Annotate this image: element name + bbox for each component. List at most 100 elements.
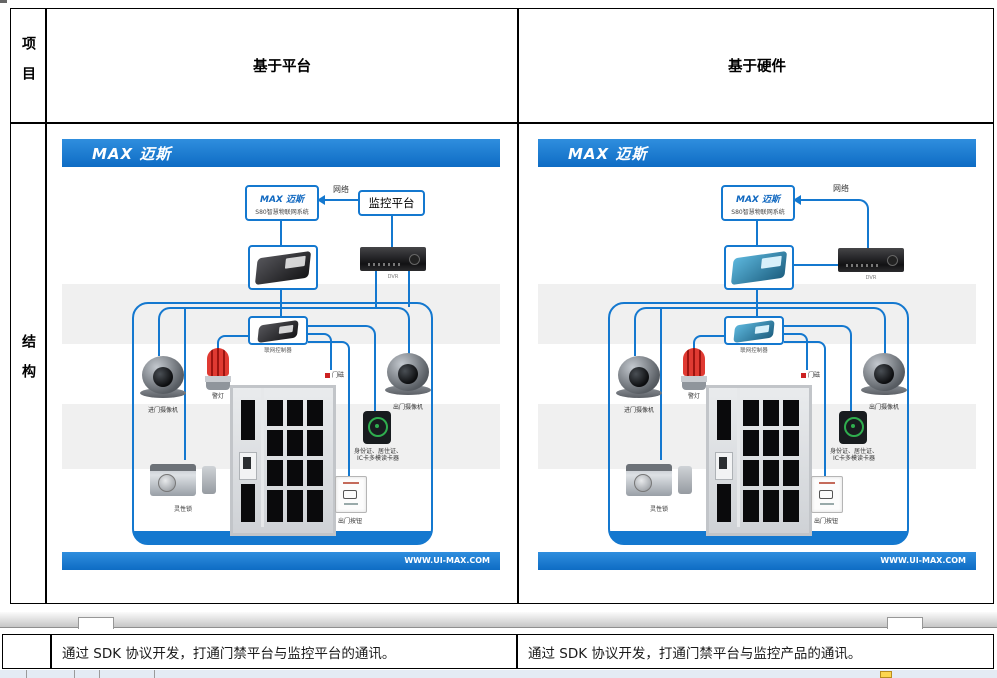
exit-camera-label: 出门摄像机 [392, 404, 423, 411]
door-magnet-icon [801, 373, 806, 378]
entry-camera [616, 356, 662, 400]
dvr-device [360, 247, 426, 271]
diagram-footer-bar: WWW.UI-MAX.COM [62, 552, 500, 570]
s80-brand-logo: MAX 迈斯 [736, 195, 780, 205]
reader-elbow [784, 325, 852, 411]
exit-camera-label: 出门摄像机 [868, 404, 899, 411]
table-divider-vertical-center [516, 635, 518, 668]
next-page-strip [0, 670, 997, 678]
s80-system-name: S80智慧物联网系统 [255, 209, 309, 216]
column-header-hardware-text: 基于硬件 [728, 59, 786, 75]
field-controller-box [724, 316, 784, 345]
field-controller-label: 联网控制器 [740, 348, 768, 354]
entry-camera-label: 进门摄像机 [147, 407, 178, 414]
card-reader-label-line2: IC卡多模读卡器 [357, 455, 399, 462]
door-magnet-icon [325, 373, 330, 378]
website-url: WWW.UI-MAX.COM [880, 556, 966, 565]
s80-system-name: S80智慧物联网系统 [731, 209, 785, 216]
card-reader-label-line1: 身份证、居住证、 [353, 448, 402, 455]
camera-bus-elbow [634, 307, 886, 356]
corner-header-text: 项目 [20, 35, 36, 96]
monitor-platform-box: 监控平台 [358, 190, 425, 216]
dvr-knob [409, 254, 420, 265]
lock-line [184, 307, 186, 460]
dvr-ports [846, 264, 880, 267]
entrance-door [706, 385, 812, 536]
structure-row-header-text: 结构 [20, 333, 36, 394]
website-url: WWW.UI-MAX.COM [404, 556, 490, 565]
strip-grid-line [99, 670, 100, 678]
s80-system-box: MAX 迈斯 S80智慧物联网系统 [245, 185, 319, 221]
smart-lock-strike [678, 466, 692, 494]
s80-system-box: MAX 迈斯 S80智慧物联网系统 [721, 185, 795, 221]
card-reader-label: 身份证、居住证、 IC卡多模读卡器 [338, 448, 418, 462]
monitor-platform-text: 监控平台 [368, 196, 415, 210]
column-header-platform[interactable]: 基于平台 [47, 9, 517, 122]
screen-artifact [0, 0, 7, 3]
connector-line [756, 221, 758, 245]
exit-button-label: 出门按钮 [813, 518, 838, 525]
smart-lock [626, 464, 672, 496]
strip-grid-line [74, 670, 75, 678]
strip-grid-line [26, 670, 27, 678]
exit-button-device [811, 476, 843, 513]
page-break-tab-right [887, 617, 923, 629]
door-zone-enclosure [608, 302, 909, 545]
s80-brand-logo: MAX 迈斯 [260, 195, 304, 205]
network-label: 网络 [333, 185, 349, 194]
controller-box [724, 245, 794, 290]
alarm-light [205, 346, 231, 390]
card-reader [363, 411, 391, 444]
alarm-elbow [693, 335, 734, 352]
description-cell-platform[interactable]: 通过 SDK 协议开发，打通门禁平台与监控平台的通讯。 [52, 635, 516, 668]
field-controller-label: 联网控制器 [264, 348, 292, 354]
smart-lock-strike [202, 466, 216, 494]
selection-marker [880, 671, 892, 678]
structure-diagram-platform[interactable]: MAX 迈斯 MAX 迈斯 S80智慧物联网系统 网络 监控平台 [62, 139, 500, 570]
table-divider-vertical-left [45, 9, 47, 603]
column-header-platform-text: 基于平台 [253, 59, 311, 75]
network-line [324, 199, 358, 201]
connector-line [280, 221, 282, 245]
description-table: 通过 SDK 协议开发，打通门禁平台与监控平台的通讯。 通过 SDK 协议开发，… [2, 634, 994, 669]
brand-logo: MAX 迈斯 [92, 145, 172, 163]
alarm-light-label: 警灯 [687, 393, 700, 400]
structure-diagram-hardware[interactable]: MAX 迈斯 MAX 迈斯 S80智慧物联网系统 网络 DVR [538, 139, 976, 570]
entry-camera [140, 356, 186, 400]
doormagnet-elbow [784, 333, 808, 370]
field-controller-box [248, 316, 308, 345]
controller-device [254, 250, 312, 286]
table-divider-vertical-left [50, 635, 52, 668]
controller-device [730, 250, 788, 286]
strip-grid-line [154, 670, 155, 678]
card-reader-label-line1: 身份证、居住证、 [829, 448, 878, 455]
diagram-header-bar: MAX 迈斯 [62, 139, 500, 167]
page-break-band [0, 612, 997, 627]
alarm-light [681, 346, 707, 390]
exit-camera [861, 353, 907, 397]
network-label: 网络 [833, 184, 849, 193]
smart-lock-label: 灵性锁 [173, 506, 192, 513]
card-reader-label-line2: IC卡多模读卡器 [833, 455, 875, 462]
exit-button-label: 出门按钮 [337, 518, 362, 525]
camera-bus-elbow [158, 307, 410, 356]
enclosure-bottom-bar [610, 531, 907, 543]
entrance-door [230, 385, 336, 536]
column-header-hardware[interactable]: 基于硬件 [519, 9, 995, 122]
table-divider-vertical-center [517, 9, 519, 603]
structure-row-header-cell: 结构 [11, 124, 45, 603]
description-cell-hardware[interactable]: 通过 SDK 协议开发，打通门禁平台与监控产品的通讯。 [518, 635, 993, 668]
network-arrowhead [793, 195, 801, 205]
smart-lock-label: 灵性锁 [649, 506, 668, 513]
corner-header-cell: 项目 [11, 9, 45, 122]
network-arrowhead [317, 195, 325, 205]
dvr-ports [368, 263, 402, 266]
brand-logo: MAX 迈斯 [568, 145, 648, 163]
dvr-knob [887, 255, 898, 266]
controller-box [248, 245, 318, 290]
lock-line [660, 307, 662, 460]
diagram-footer-bar: WWW.UI-MAX.COM [538, 552, 976, 570]
door-access-panel [239, 452, 257, 480]
dvr-drop-line [408, 271, 410, 307]
